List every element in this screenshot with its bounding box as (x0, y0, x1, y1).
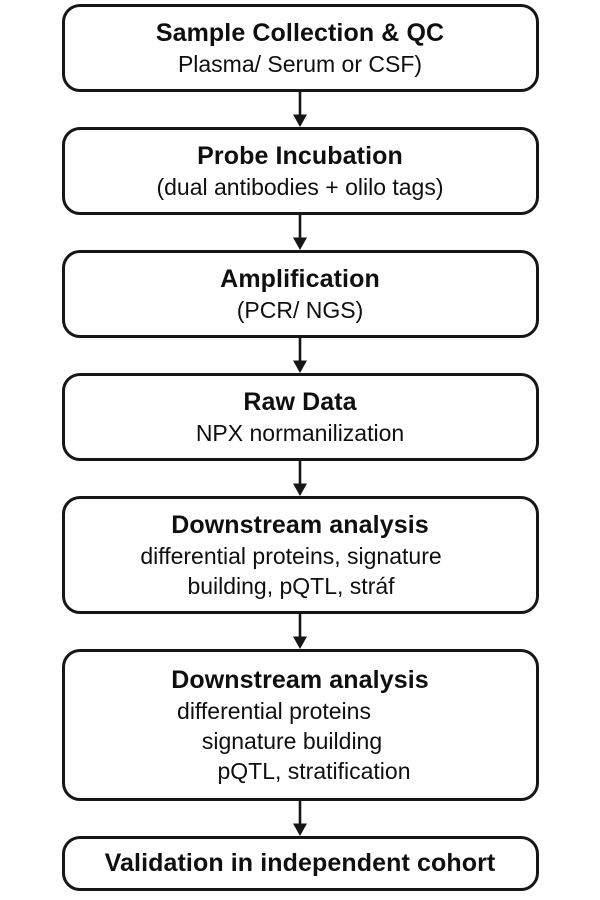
down-arrow-icon (291, 92, 309, 127)
step-subtitle: building, pQTL, stráf (187, 572, 395, 599)
step-subtitle: differential proteins (177, 697, 371, 724)
step-title: Downstream analysis (171, 665, 429, 694)
step-subtitle: NPX normanilization (195, 419, 405, 446)
down-arrow-icon (291, 614, 309, 649)
step-title: Sample Collection & QC (155, 18, 445, 47)
step-title: Validation in independent cohort (104, 849, 496, 877)
step-subtitle: pQTL, stratification (217, 757, 411, 784)
step-subtitle: signature building (201, 727, 383, 754)
step-title: Downstream analysis (171, 510, 429, 539)
step-downstream-analysis-1: Downstream analysis differential protein… (61, 496, 539, 614)
down-arrow-icon (291, 338, 309, 373)
down-arrow-icon (291, 461, 309, 496)
step-probe-incubation: Probe Incubation (dual antibodies + olil… (61, 127, 539, 215)
step-subtitle: Plasma/ Serum or CSF) (177, 50, 423, 77)
step-title: Raw Data (243, 387, 357, 416)
step-subtitle: (PCR/ NGS) (236, 296, 364, 323)
step-validation-cohort: Validation in independent cohort (61, 836, 539, 891)
step-downstream-analysis-2: Downstream analysis differential protein… (61, 649, 539, 801)
step-title: Amplification (220, 264, 380, 293)
step-title: Probe Incubation (197, 141, 403, 170)
step-amplification: Amplification (PCR/ NGS) (61, 250, 539, 338)
step-sample-collection-qc: Sample Collection & QC Plasma/ Serum or … (61, 4, 539, 92)
step-subtitle: differential proteins, signature (140, 542, 442, 569)
down-arrow-icon (291, 215, 309, 250)
step-subtitle: (dual antibodies + olilo tags) (156, 173, 444, 200)
down-arrow-icon (291, 801, 309, 836)
step-raw-data: Raw Data NPX normanilization (61, 373, 539, 461)
